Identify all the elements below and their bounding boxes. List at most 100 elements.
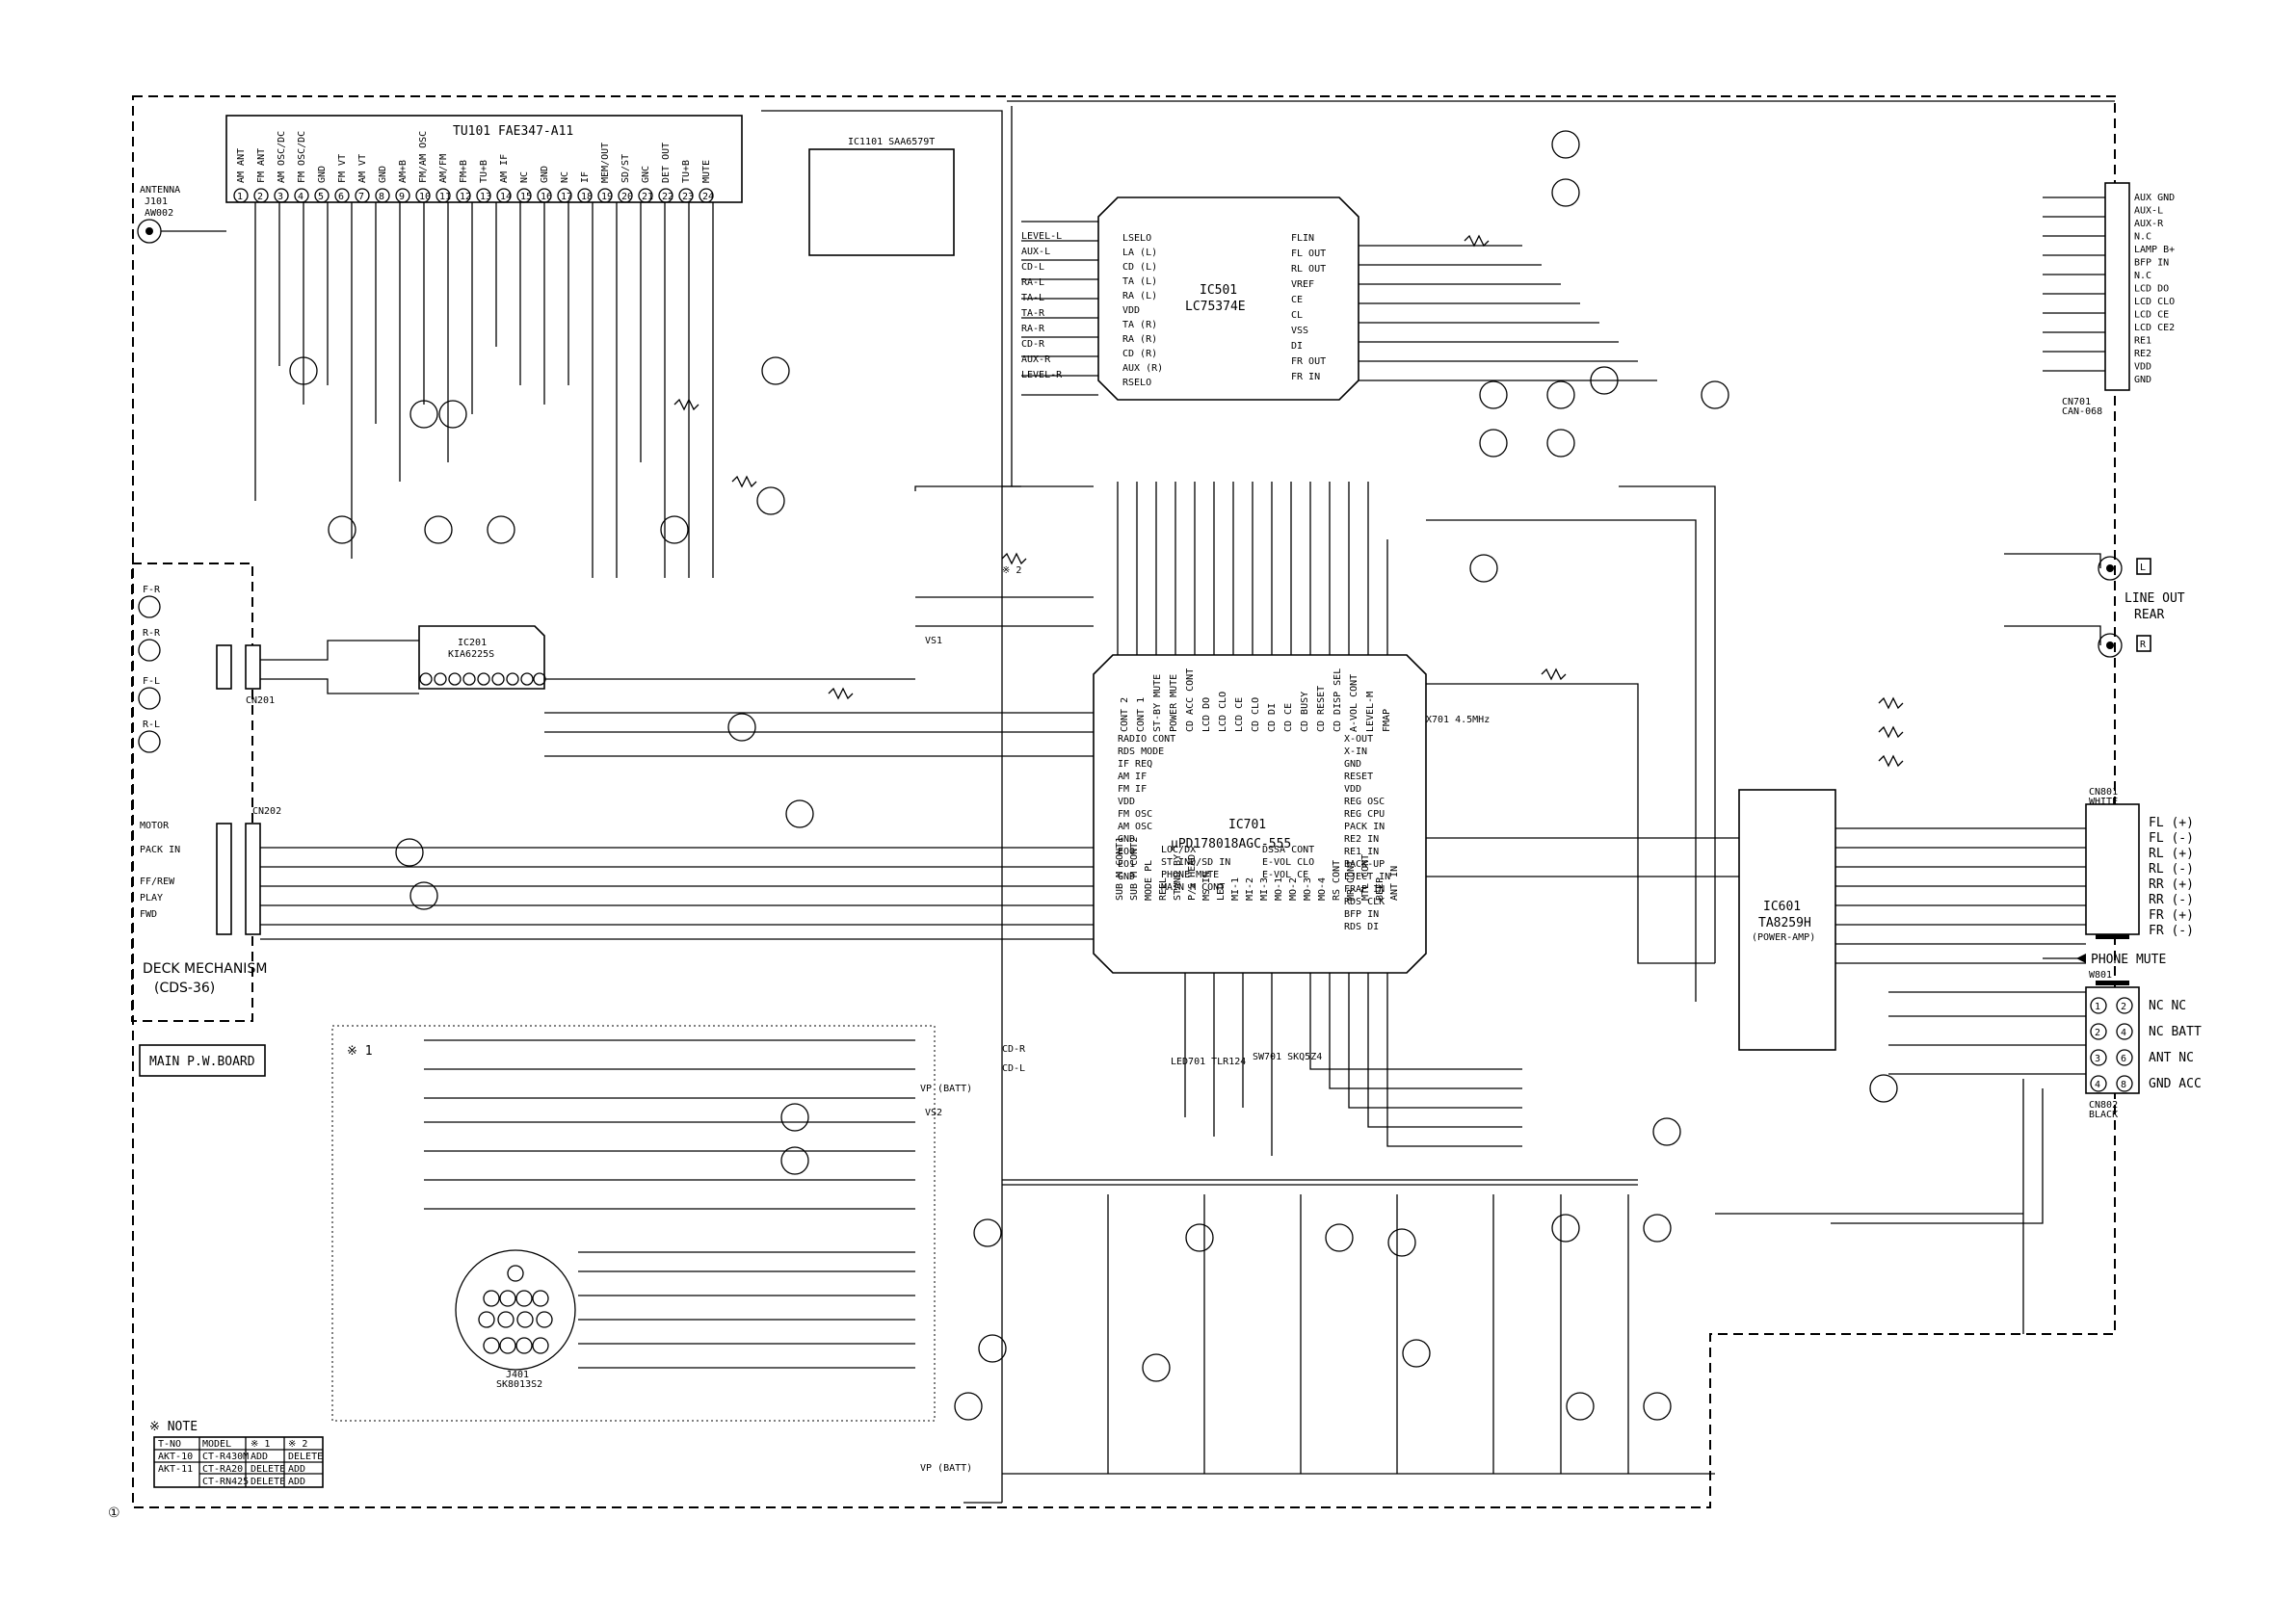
ic501-pin-label-right: FLIN — [1291, 233, 1314, 244]
ic501-pin-label-left: AUX (R) — [1122, 363, 1163, 374]
cn801-label: RR (-) — [2149, 893, 2194, 907]
note-cell: ADD — [251, 1452, 268, 1462]
tuner-pin — [557, 188, 572, 203]
tuner-pin-label: FM ANT — [256, 148, 267, 183]
head-fl: F-L — [143, 676, 160, 687]
ic1101: IC1101 SAA6579T — [808, 137, 955, 256]
ic501-signal-left: AUX-L — [1021, 247, 1050, 257]
head-fr: F-R — [143, 585, 161, 595]
ic501-pin-label-right: VSS — [1291, 326, 1308, 336]
corner-mark: ① — [108, 1505, 120, 1521]
ic701-pin-label-right: FRAP IN — [1344, 884, 1385, 895]
tuner-pin-num: 24 — [702, 192, 714, 202]
ic501-left-labels: LEVEL-LAUX-LCD-LRA-LTA-LTA-RRA-RCD-RAUX-… — [1021, 231, 1163, 388]
tuner-pin-num: 3 — [277, 192, 283, 202]
note-cell: ADD — [288, 1464, 305, 1475]
tuner-pin — [476, 188, 491, 203]
ic501-signal-left: TA-R — [1021, 308, 1045, 319]
j401-part: SK8013S2 — [496, 1379, 542, 1390]
ic701-pin-label-left-lower: PHONE MUTE — [1161, 870, 1219, 880]
tuner-pin-num: 9 — [399, 192, 405, 202]
ic701-pin-label-right: PACK IN — [1344, 822, 1385, 832]
ic501: IC501 LC75374E LEVEL-LAUX-LCD-LRA-LTA-LT… — [1021, 196, 1359, 401]
tuner-pin — [253, 188, 269, 203]
tuner-pin-label: NC — [519, 171, 530, 183]
ic701-pin-label-right: GND — [1344, 759, 1361, 770]
ic701-pin-label-top: CD BUSY — [1300, 692, 1310, 732]
tuner-pin — [375, 188, 390, 203]
ic501-pin-label-right: CL — [1291, 310, 1303, 321]
ic701-pin-label-left: RADIO CONT — [1118, 734, 1175, 745]
ic501-pin-label-left: CD (L) — [1122, 262, 1157, 273]
ic701-pin-label-top: LCD CLO — [1218, 692, 1228, 732]
note-cell: DELETE — [251, 1477, 285, 1487]
ic701-pin-label-right-lower: DSSA CONT — [1262, 845, 1314, 855]
ic601: IC601 TA8259H (POWER-AMP) — [1738, 789, 1836, 1051]
tuner-pin-label: AM+B — [398, 160, 409, 183]
tuner-pin-num: 21 — [642, 192, 653, 202]
tuner-pin — [294, 188, 309, 203]
cn801-label: RL (+) — [2149, 847, 2194, 861]
deck-sig-fwd: FWD — [140, 909, 157, 920]
ic501-pin-label-right: DI — [1291, 341, 1303, 352]
asterisk2-mark: ※ 2 — [1002, 565, 1021, 576]
cn801-label: FL (+) — [2149, 816, 2194, 830]
antenna-label: ANTENNA — [140, 185, 180, 196]
ic701-pin-label-bottom: MODE PL — [1144, 860, 1154, 901]
tuner-pin-label: MEM/OUT — [600, 143, 611, 183]
ic201-pins — [419, 672, 546, 686]
note-header-cell: MODEL — [202, 1439, 231, 1450]
cn802-pin-num: 4 — [2121, 1028, 2126, 1038]
ic501-signal-left: RA-L — [1021, 277, 1044, 288]
note-cell: CT-RN425 — [202, 1477, 249, 1487]
tuner-pin-num: 18 — [581, 192, 593, 202]
ic501-pin-label-right: FL OUT — [1291, 249, 1326, 259]
cn802-pin — [2090, 997, 2107, 1014]
ic501-pin-label-left: CD (R) — [1122, 349, 1157, 359]
ic701-pin-label-bottom: MO-2 — [1288, 877, 1299, 901]
tuner-pin — [496, 188, 512, 203]
ic701-pin-label-top: CD ACC CONT — [1185, 668, 1196, 732]
line-out: L R LINE OUT REAR — [2098, 556, 2185, 658]
cn801-ref: CN801 — [2089, 787, 2118, 798]
cn701-label: LCD CLO — [2134, 297, 2175, 307]
tuner-pin-num: 2 — [257, 192, 263, 202]
note-cell: AKT-10 — [158, 1452, 193, 1462]
ic701-pin-label-top: CD DISP SEL — [1333, 668, 1343, 732]
cn701-label: RE2 — [2134, 349, 2151, 359]
misc-labels: LED701 TLR124 SW701 SKQ5Z4 X701 4.5MHz ※… — [1002, 565, 1490, 1067]
tuner-pin-num: 15 — [520, 192, 532, 202]
tuner-pin — [618, 188, 633, 203]
cn802-pin-num: 8 — [2121, 1080, 2126, 1090]
ic701-pin-label-bottom: REEL — [1158, 877, 1169, 901]
ic701-pin-label-left-lower: MAIN M CONT — [1161, 882, 1225, 893]
tuner-pin-num: 20 — [621, 192, 633, 202]
cn802-label: NC NC — [2149, 999, 2186, 1013]
rail-labels: VS1 VS2 CD-R CD-L VP (BATT) VP (BATT) — [920, 636, 1026, 1474]
tuner-pin-num: 4 — [298, 192, 303, 202]
tuner-pin-label: AM IF — [499, 154, 510, 183]
tuner-pin — [516, 188, 532, 203]
cn701-label: N.C — [2134, 232, 2151, 243]
cn802-color: BLACK — [2089, 1110, 2118, 1120]
tuner-pin — [678, 188, 694, 203]
ic701-pin-label-right: VDD — [1344, 784, 1361, 795]
note-cell: ADD — [288, 1477, 305, 1487]
tuner-pin — [456, 188, 471, 203]
cn802-pin — [2090, 1023, 2107, 1040]
deck-label: DECK MECHANISM — [143, 961, 267, 977]
note-header-cell: ※ 1 — [251, 1439, 270, 1450]
cn701-label: AUX GND — [2134, 193, 2175, 203]
ic701-pin-label-bottom: MS IN — [1201, 872, 1212, 901]
ic501-pin-label-left: RA (L) — [1122, 291, 1157, 301]
antenna-ref: J101 — [145, 196, 168, 207]
ic701-pin-label-right: BFP IN — [1344, 909, 1379, 920]
note-header-cell: T-NO — [158, 1439, 181, 1450]
note-title: ※ NOTE — [149, 1420, 198, 1434]
